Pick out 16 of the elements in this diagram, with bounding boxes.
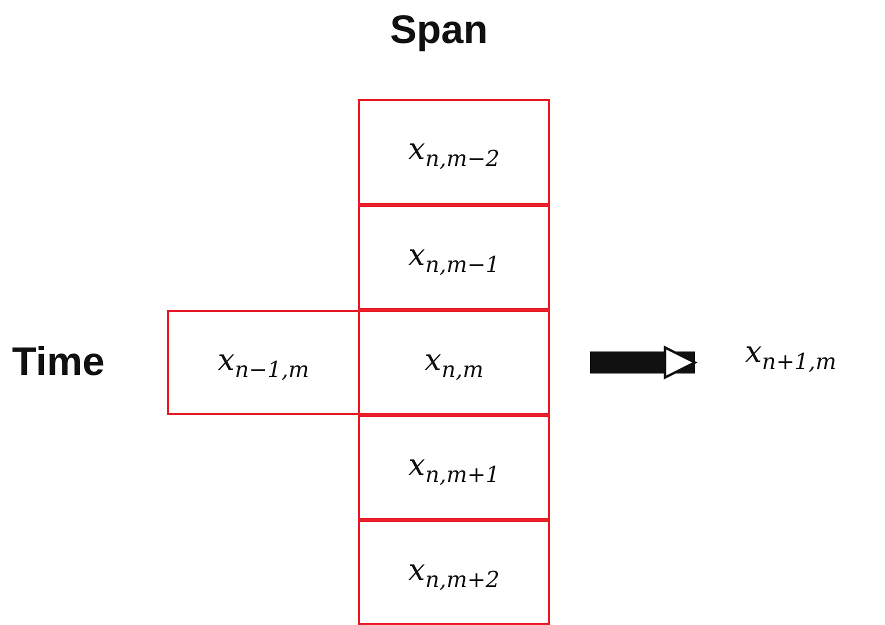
stencil-cell [358,415,550,520]
math-variable: x$_{n,m}$ [424,342,484,382]
math-variable: x$_{n+1,m}$ [745,335,836,375]
math-variable: x$_{n,m+2}$ [408,552,500,592]
arrow [590,346,696,379]
stencil-cell [167,310,360,415]
axis-label: Time [12,340,105,385]
math-variable: x$_{n,m+1}$ [408,448,500,488]
stencil-cell [358,99,550,205]
math-variable: x$_{n,m−2}$ [408,132,500,172]
stencil-cell [358,520,550,625]
math-variable: x$_{n,m−1}$ [408,238,500,278]
math-variable: x$_{n−1,m}$ [218,342,310,382]
stencil-cell [358,310,550,415]
axis-label: Span [390,8,488,53]
stencil-cell [358,205,550,310]
